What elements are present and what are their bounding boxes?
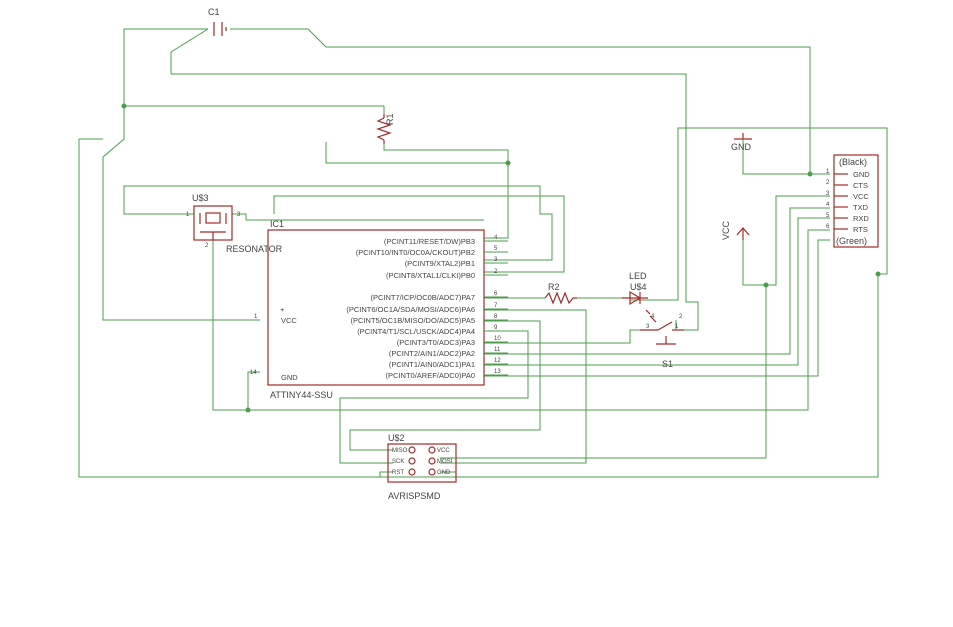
ic-pin-num: 2 xyxy=(494,269,498,275)
ic-right-pins: (PCINT11/RESET/DW)PB3 4 (PCINT10/INT0/OC0A… xyxy=(346,235,508,380)
switch-pin-3: 3 xyxy=(646,324,650,330)
ic-pin-label: (PCINT0/AREF/ADC0)PA0 xyxy=(386,371,475,380)
ic-attiny44[interactable]: IC1 ATTINY44-SSU + 1 VCC 14 GND (PCINT11… xyxy=(250,219,508,400)
resistor-r2[interactable]: R2 xyxy=(544,282,577,305)
ic-pin-label: (PCINT1/AIN0/ADC1)PA1 xyxy=(389,360,475,369)
ic-value: ATTINY44-SSU xyxy=(270,390,333,400)
gnd-symbol-label: GND xyxy=(731,142,752,152)
ftdi-pin-num: 5 xyxy=(826,213,830,219)
ftdi-pin-label: CTS xyxy=(853,181,868,190)
ftdi-header[interactable]: (Black) (Green) 1 GND 2 CTS 3 VCC 4 TXD 5 RXD 6 RTS xyxy=(826,154,879,248)
ic-pin-num: 12 xyxy=(494,358,501,364)
led-name: LED xyxy=(629,271,647,281)
resonator-name: U$3 xyxy=(192,193,209,203)
resonator-u3[interactable]: U$3 RESONATOR 1 3 2 xyxy=(186,193,283,254)
resistor-r1[interactable]: R1 xyxy=(376,113,395,144)
ic-pin-num: 11 xyxy=(494,347,501,353)
resonator-pin-1: 1 xyxy=(186,212,190,218)
capacitor-c1[interactable]: C1 xyxy=(208,7,227,36)
isp-pin-sck: SCK xyxy=(392,459,404,465)
isp-pin-rst: RST xyxy=(392,470,404,476)
ic-pin-label: VCC xyxy=(281,316,297,325)
isp-pin-miso: MISO xyxy=(392,448,408,454)
ftdi-pin-label: RXD xyxy=(853,214,869,223)
wires xyxy=(78,28,888,478)
ic-name: IC1 xyxy=(270,219,284,229)
ftdi-pin-label: VCC xyxy=(853,192,869,201)
ftdi-pin-label: TXD xyxy=(853,203,869,212)
ftdi-pin-num: 1 xyxy=(826,169,830,175)
ic-pin-label: (PCINT7/ICP/OC0B/ADC7)PA7 xyxy=(371,293,475,302)
ic-pin-vcc: 1 VCC xyxy=(254,314,297,325)
gnd-symbol: GND xyxy=(731,133,752,152)
junction-dot xyxy=(121,103,127,109)
isp-value: AVRISPSMD xyxy=(388,491,441,501)
vcc-symbol: VCC xyxy=(721,220,750,240)
resonator-value: RESONATOR xyxy=(226,244,283,254)
r2-label: R2 xyxy=(548,282,560,292)
junction-dot xyxy=(763,282,769,288)
ic-pin-num: 1 xyxy=(254,314,258,320)
led-value: U$4 xyxy=(630,282,647,292)
ic-pin-label: (PCINT3/T0/ADC3)PA3 xyxy=(397,338,475,347)
resonator-pin-3: 3 xyxy=(237,212,241,218)
isp-pin-vcc: VCC xyxy=(437,448,450,454)
ftdi-pins: 1 GND 2 CTS 3 VCC 4 TXD 5 RXD 6 RTS xyxy=(826,169,870,234)
ic-pin-label: (PCINT4/T1/SCL/USCK/ADC4)PA4 xyxy=(357,327,475,336)
ic-pin-num: 4 xyxy=(494,235,498,241)
switch-s1[interactable]: 4 3 1 2 S1 xyxy=(640,309,684,369)
ic-pin-num: 6 xyxy=(494,291,498,297)
ic-pin-label: (PCINT8/XTAL1/CLKI)PB0 xyxy=(386,271,475,280)
ic-pin-num: 5 xyxy=(494,246,498,252)
switch-pin-1: 1 xyxy=(675,324,679,330)
ic-pin-num: 9 xyxy=(494,325,498,331)
ic-pin-label: (PCINT10/INT0/OC0A/CKOUT)PB2 xyxy=(356,248,475,257)
ic-pin-num: 13 xyxy=(494,369,501,375)
ftdi-pin-num: 2 xyxy=(826,180,830,186)
isp-pin-mosi: MOSI xyxy=(437,459,453,465)
ic-dot: + xyxy=(280,305,285,314)
ic-pin-num: 8 xyxy=(494,314,498,320)
switch-pin-4: 4 xyxy=(651,314,655,320)
ic-pin-num: 3 xyxy=(494,257,498,263)
ftdi-pin-label: GND xyxy=(853,170,870,179)
ic-pin-label: GND xyxy=(281,373,298,382)
junction-dot xyxy=(505,160,511,166)
c1-label: C1 xyxy=(208,7,220,17)
isp-header-u2[interactable]: U$2 AVRISPSMD MISO SCK RST VCC MOSI GND xyxy=(387,433,457,501)
ic-pin-num: 14 xyxy=(250,370,257,376)
ic-pin-label: (PCINT9/XTAL2)PB1 xyxy=(405,259,475,268)
ic-pin-label: (PCINT11/RESET/DW)PB3 xyxy=(384,237,475,246)
resonator-pin-2: 2 xyxy=(205,243,209,249)
junctions xyxy=(121,103,881,413)
isp-name: U$2 xyxy=(388,433,405,443)
ic-pin-gnd: 14 GND xyxy=(250,370,298,382)
ftdi-pin-num: 3 xyxy=(826,191,830,197)
ic-pin-label: (PCINT6/OC1A/SDA/MOSI/ADC6)PA6 xyxy=(346,305,475,314)
isp-pin-gnd: GND xyxy=(437,470,451,476)
junction-dot xyxy=(807,171,813,177)
ftdi-top-label: (Black) xyxy=(839,157,867,167)
r1-label: R1 xyxy=(385,113,395,125)
vcc-symbol-label: VCC xyxy=(721,220,731,240)
ftdi-pin-num: 4 xyxy=(826,202,830,208)
switch-name: S1 xyxy=(662,359,673,369)
ftdi-bottom-label: (Green) xyxy=(836,236,867,246)
led-u4[interactable]: LED U$4 xyxy=(622,271,648,306)
junction-dot xyxy=(875,271,881,277)
ftdi-pin-num: 6 xyxy=(826,224,830,230)
junction-dot xyxy=(245,407,251,413)
ic-pin-num: 7 xyxy=(494,303,498,309)
switch-pin-2: 2 xyxy=(679,314,683,320)
ic-pin-num: 10 xyxy=(494,336,501,342)
ic-pin-label: (PCINT5/OC1B/MISO/DO/ADC5)PA5 xyxy=(351,316,475,325)
ftdi-pin-label: RTS xyxy=(853,225,868,234)
ic-pin-label: (PCINT2/AIN1/ADC2)PA2 xyxy=(389,349,475,358)
